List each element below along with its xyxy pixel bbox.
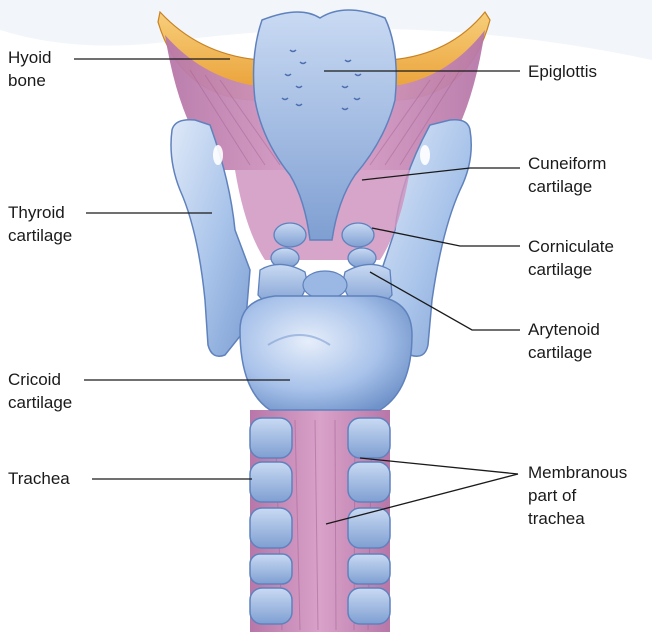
cricoid-cartilage <box>240 296 412 410</box>
cricoid-line-1: Cricoid <box>8 370 61 389</box>
ring-right-2 <box>348 462 390 502</box>
membranous-line-3: trachea <box>528 509 585 528</box>
ring-right-5 <box>348 588 390 624</box>
ring-right-3 <box>348 508 390 548</box>
hyoid-bone-line-1: Hyoid <box>8 48 51 67</box>
trachea <box>250 410 390 632</box>
ring-left-3 <box>250 508 292 548</box>
hyoid-bone-line-2: bone <box>8 71 46 90</box>
corniculate-line-2: cartilage <box>528 260 592 279</box>
ring-left-1 <box>250 418 292 458</box>
arytenoid-line-2: cartilage <box>528 343 592 362</box>
ring-right-4 <box>348 554 390 584</box>
ring-left-2 <box>250 462 292 502</box>
cuneiform-line-2: cartilage <box>528 177 592 196</box>
epiglottis-text: Epiglottis <box>528 62 597 81</box>
cricoid-line-2: cartilage <box>8 393 72 412</box>
membranous-line-1: Membranous <box>528 463 627 482</box>
thyroid-line-2: cartilage <box>8 226 72 245</box>
corniculate-line-1: Corniculate <box>528 237 614 256</box>
thyroid-line-1: Thyroid <box>8 203 65 222</box>
ring-left-5 <box>250 588 292 624</box>
membranous-line-2: part of <box>528 486 576 505</box>
label-trachea: Trachea <box>8 469 252 488</box>
thyroid-foramen-left <box>213 145 223 165</box>
cuneiform-line-1: Cuneiform <box>528 154 606 173</box>
ring-right-1 <box>348 418 390 458</box>
ring-left-4 <box>250 554 292 584</box>
thyroid-foramen-right <box>420 145 430 165</box>
label-thyroid-cartilage: Thyroid cartilage <box>8 203 212 245</box>
interarytenoid-fold <box>303 271 347 299</box>
trachea-text: Trachea <box>8 469 70 488</box>
arytenoid-line-1: Arytenoid <box>528 320 600 339</box>
